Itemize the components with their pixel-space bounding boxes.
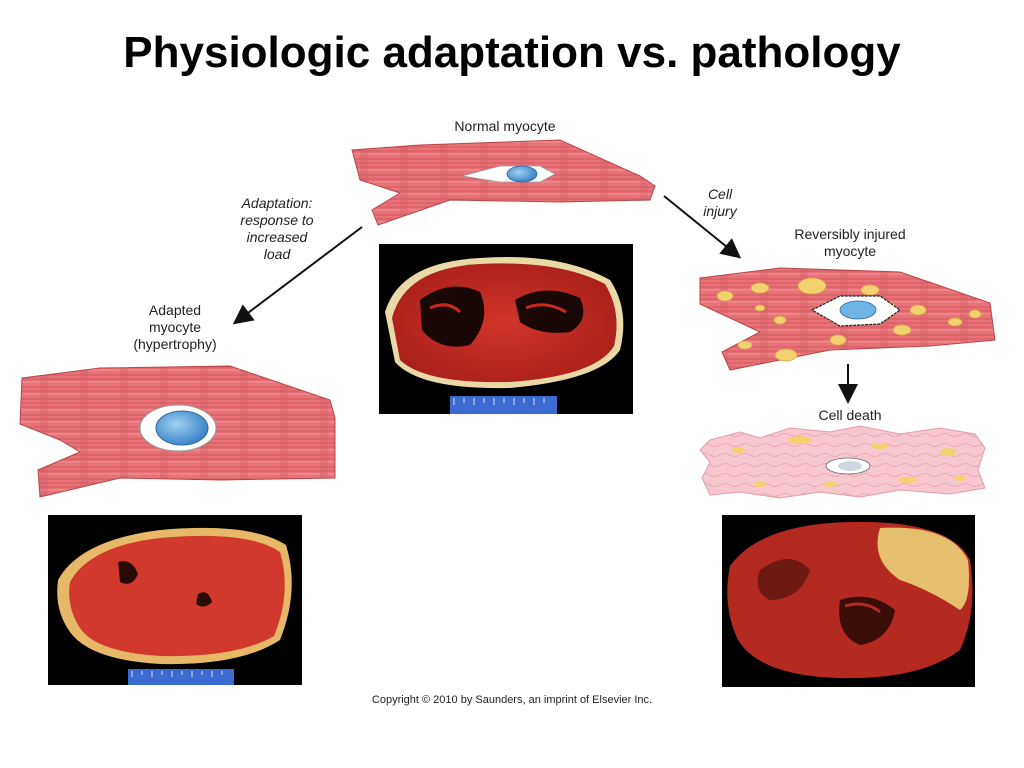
- normal-myocyte-label: Normal myocyte: [454, 118, 556, 134]
- slide-title: Physiologic adaptation vs. pathology: [123, 28, 901, 77]
- reversibly-injured-label: Reversibly injured myocyte: [794, 226, 906, 259]
- dead-cell-illustration: [699, 425, 986, 499]
- cell-injury-label: Cell injury: [703, 186, 737, 219]
- adapted-myocyte-illustration: [19, 365, 336, 498]
- adaptation-arrow: [232, 226, 363, 325]
- copyright-text: Copyright © 2010 by Saunders, an imprint…: [371, 694, 653, 706]
- normal-heart-photo: [379, 244, 633, 414]
- adapted-myocyte-label: Adapted myocyte (hypertrophy): [133, 302, 217, 352]
- hypertrophy-heart-photo: [48, 515, 302, 685]
- cell-death-label: Cell death: [818, 407, 882, 423]
- injury-arrow: [663, 195, 742, 259]
- infarcted-heart-photo: [722, 515, 975, 687]
- reversibly-injured-myocyte-illustration: [699, 267, 996, 371]
- normal-myocyte-illustration: [351, 139, 656, 226]
- adaptation-label: Adaptation: response to increased load: [240, 195, 314, 262]
